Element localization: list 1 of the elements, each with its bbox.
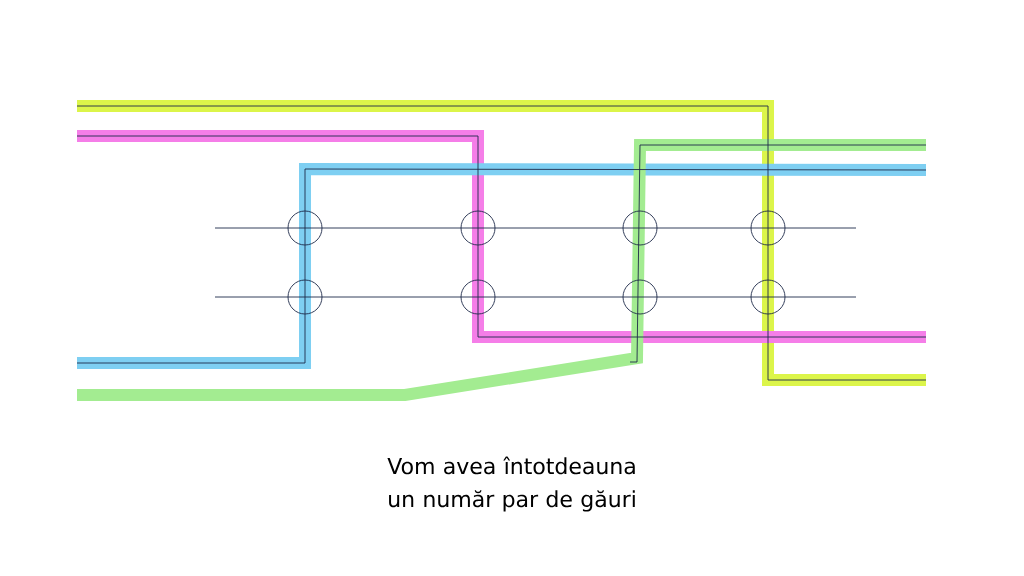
caption: Vom avea întotdeauna un număr par de găuri — [387, 456, 635, 512]
